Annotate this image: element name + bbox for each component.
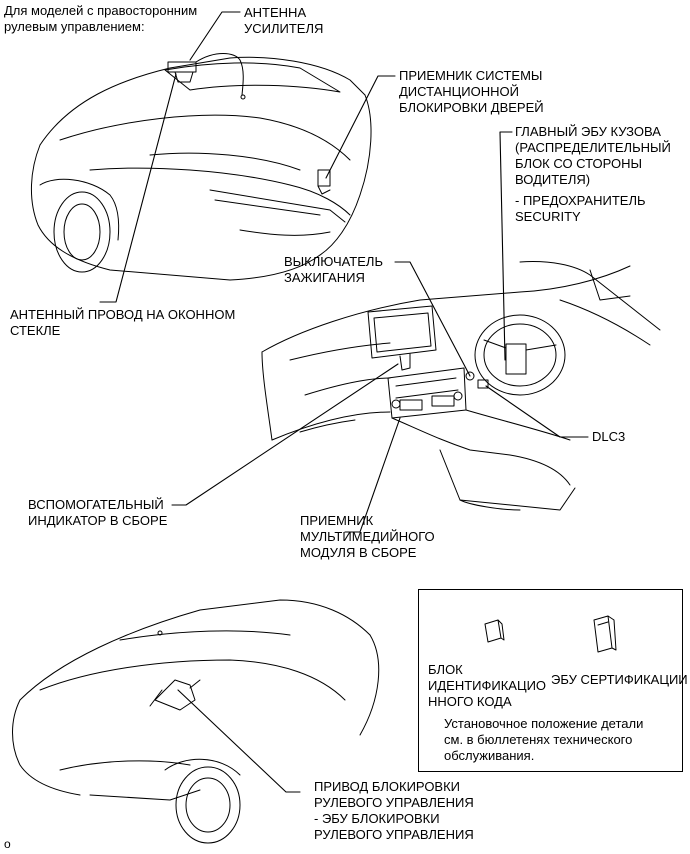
- leader-lines: [99, 11, 589, 793]
- install-note: Установочное положение детали см. в бюлл…: [444, 716, 644, 763]
- rhd-models-note: Для моделей с правосторонним рулевым упр…: [4, 3, 198, 34]
- steering-lock-actuator-label: ПРИВОД БЛОКИРОВКИ РУЛЕВОГО УПРАВЛЕНИЯ - …: [314, 779, 474, 842]
- info-inset-box: [418, 589, 683, 772]
- dlc3-label: DLC3: [592, 429, 626, 444]
- rear-car-illustration: [31, 53, 372, 281]
- ignition-switch-label: ВЫКЛЮЧАТЕЛЬ ЗАЖИГАНИЯ: [284, 254, 383, 285]
- door-control-receiver-label: ПРИЕМНИК СИСТЕМЫ ДИСТАНЦИОННОЙ БЛОКИРОВК…: [399, 68, 544, 115]
- amplifier-antenna-label: АНТЕННА УСИЛИТЕЛЯ: [244, 5, 324, 36]
- certification-ecu-label: ЭБУ СЕРТИФИКАЦИИ: [551, 672, 688, 687]
- id-code-box-part: [484, 619, 505, 643]
- dashboard-illustration: [261, 261, 661, 511]
- figure-code: o: [4, 837, 11, 851]
- multimedia-receiver-label: ПРИЕМНИК МУЛЬТИМЕДИЙНОГО МОДУЛЯ В СБОРЕ: [300, 513, 435, 560]
- id-code-box-label: БЛОК ИДЕНТИФИКАЦИО ННОГО КОДА: [428, 662, 547, 709]
- aux-display-label: ВСПОМОГАТЕЛЬНЫЙ ИНДИКАТОР В СБОРЕ: [28, 497, 168, 528]
- main-body-ecu-label: ГЛАВНЫЙ ЭБУ КУЗОВА (РАСПРЕДЕЛИТЕЛЬНЫЙ БЛ…: [515, 124, 671, 187]
- window-antenna-wire-label: АНТЕННЫЙ ПРОВОД НА ОКОННОМ СТЕКЛЕ: [10, 307, 236, 338]
- certification-ecu-part: [593, 615, 617, 653]
- security-fuse-label: - ПРЕДОХРАНИТЕЛЬ SECURITY: [515, 193, 646, 224]
- front-car-illustration: [12, 599, 380, 844]
